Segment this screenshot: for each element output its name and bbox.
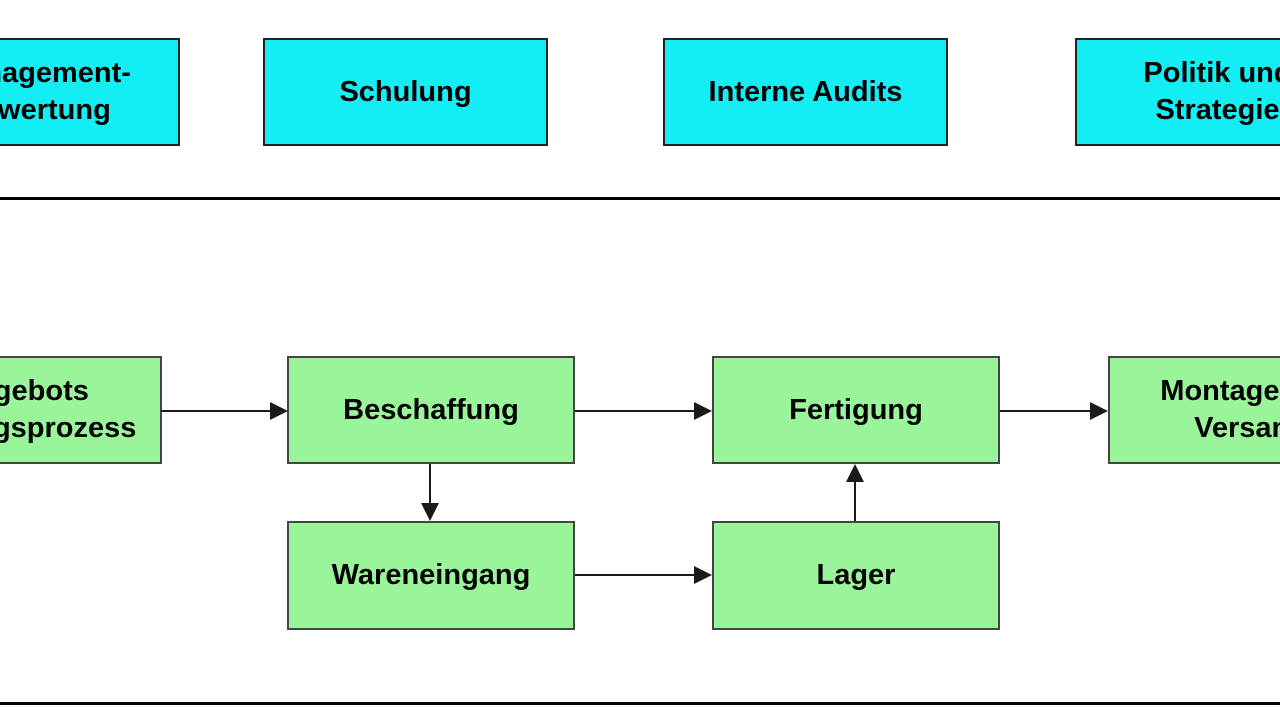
- box-label-line: Versand: [1194, 412, 1280, 444]
- arrow-head-up-icon: [846, 464, 864, 482]
- box-label-line: Schulung: [339, 75, 472, 108]
- bottom-divider-line: [0, 702, 1280, 705]
- box-assembly-shipping: Montage und Versand: [1108, 356, 1280, 464]
- arrow-head-right-icon: [694, 566, 712, 584]
- box-label-line: Auftragsprozess: [0, 412, 137, 444]
- arrow-shaft: [575, 410, 694, 412]
- arrow-shaft: [575, 574, 694, 576]
- arrow-shaft: [1000, 410, 1090, 412]
- box-label-line: Beschaffung: [343, 393, 519, 426]
- box-label-line: Interne Audits: [708, 75, 903, 108]
- box-warehouse: Lager: [712, 521, 1000, 630]
- arrow-procurement-to-production: [575, 402, 712, 420]
- box-offer-order-process: Angebots Auftragsprozess: [0, 356, 162, 464]
- arrow-procurement-to-goods-receipt: [421, 464, 439, 521]
- box-policy-strategy: Politik und Strategie: [1075, 38, 1280, 146]
- arrow-offer-to-procurement: [161, 402, 288, 420]
- box-production: Fertigung: [712, 356, 1000, 464]
- arrow-head-right-icon: [1090, 402, 1108, 420]
- box-label-line: Politik und: [1143, 57, 1280, 89]
- box-label-line: Montage und: [1160, 375, 1280, 407]
- arrow-head-right-icon: [270, 402, 288, 420]
- box-goods-receipt: Wareneingang: [287, 521, 575, 630]
- arrow-head-down-icon: [421, 503, 439, 521]
- box-internal-audits: Interne Audits: [663, 38, 948, 146]
- arrow-shaft: [161, 410, 270, 412]
- arrow-shaft: [429, 464, 431, 503]
- arrow-shaft: [854, 482, 856, 521]
- box-label-line: Wareneingang: [331, 559, 531, 591]
- arrow-warehouse-to-production: [846, 464, 864, 521]
- top-divider-line: [0, 197, 1280, 200]
- arrow-production-to-assembly: [1000, 402, 1108, 420]
- arrow-goods-receipt-to-warehouse: [575, 566, 712, 584]
- box-label-line: Strategie: [1155, 94, 1280, 126]
- box-label-line: Lager: [816, 559, 896, 591]
- box-label-line: Management-: [0, 57, 131, 89]
- box-training: Schulung: [263, 38, 548, 146]
- box-label-line: Angebots: [0, 375, 89, 407]
- arrow-head-right-icon: [694, 402, 712, 420]
- box-label-line: Fertigung: [789, 393, 923, 426]
- box-procurement: Beschaffung: [287, 356, 575, 464]
- box-label-line: bewertung: [0, 94, 111, 126]
- box-management-review: Management- bewertung: [0, 38, 180, 146]
